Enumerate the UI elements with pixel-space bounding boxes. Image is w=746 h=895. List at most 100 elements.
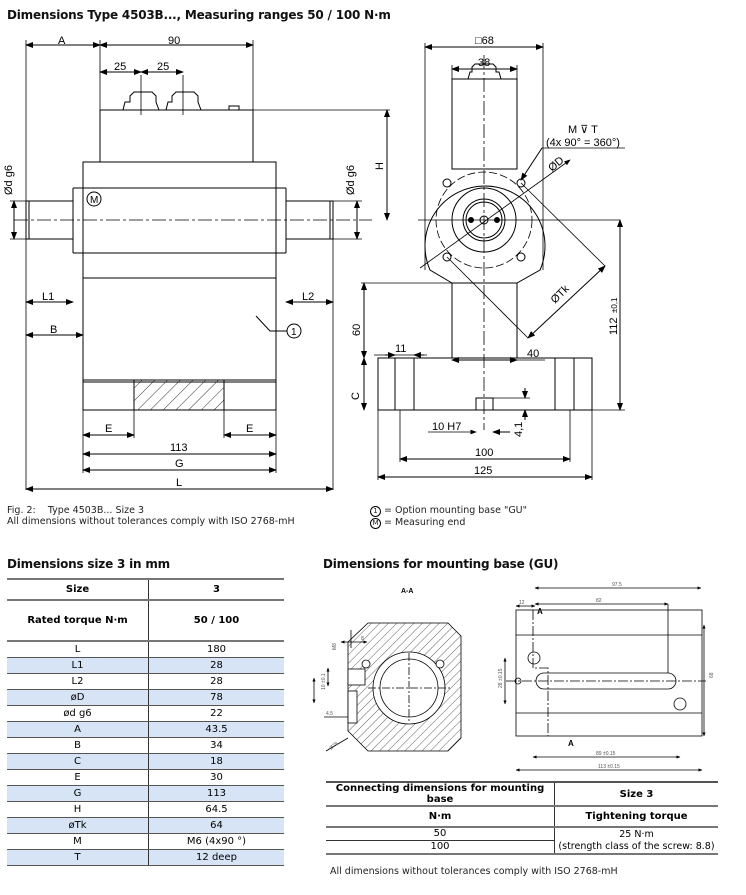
mb-dim-97-5: 97.5 bbox=[612, 582, 622, 588]
dim-dg6-left: Ød g6 bbox=[3, 165, 15, 195]
table-header-row: Connecting dimensions for mounting base … bbox=[326, 781, 718, 807]
row-key: L2 bbox=[7, 673, 149, 690]
dim-112: 112 bbox=[608, 317, 620, 335]
legend-symbol: 1 bbox=[370, 506, 381, 517]
mb-dim-28: 28 ±0.15 bbox=[498, 668, 504, 688]
dim-A: A bbox=[58, 35, 66, 47]
table-header-row: Size 3 bbox=[7, 578, 284, 601]
mb-dim-113: 113 ±0.15 bbox=[598, 764, 620, 770]
dim-100: 100 bbox=[475, 447, 493, 459]
figure-caption: Fig. 2: Type 4503B... Size 3 All dimensi… bbox=[7, 505, 295, 527]
dim-L1: L1 bbox=[42, 291, 54, 303]
row-key: ød g6 bbox=[7, 705, 149, 722]
row-key: L1 bbox=[7, 657, 149, 674]
measuring-end-mark: M bbox=[90, 195, 98, 206]
row-key: T bbox=[7, 849, 149, 866]
mounting-base-drawing: A-A 8 M8 10 ±0.1 bbox=[312, 582, 715, 772]
dim-E-right: E bbox=[246, 423, 253, 435]
mb-dim-8: 8 bbox=[361, 636, 364, 642]
row-value: 64 bbox=[148, 817, 284, 834]
torque-value: 50 / 100 bbox=[148, 600, 284, 642]
dim-11: 11 bbox=[395, 343, 406, 355]
dim-B: B bbox=[50, 324, 57, 336]
row-key: C bbox=[7, 753, 149, 770]
row-key: A bbox=[7, 721, 149, 738]
dim-25b: 25 bbox=[157, 61, 169, 73]
dim-125: 125 bbox=[474, 465, 492, 477]
mb-dim-m8: M8 bbox=[332, 643, 338, 650]
option-mark: 1 bbox=[291, 327, 297, 338]
dim-90: 90 bbox=[168, 35, 180, 47]
end-view-flange bbox=[424, 185, 546, 284]
connecting-dimensions-table: Connecting dimensions for mounting base … bbox=[326, 781, 718, 855]
legend-item: 1 = Option mounting base "GU" bbox=[370, 505, 527, 517]
mb-dim-10: 10 ±0.1 bbox=[321, 673, 327, 690]
col1-header: Connecting dimensions for mounting base bbox=[326, 781, 555, 807]
figure-label: Fig. 2: bbox=[7, 505, 36, 516]
row-key: L bbox=[7, 641, 149, 658]
header-size: Size bbox=[7, 578, 149, 601]
row-value: 22 bbox=[148, 705, 284, 722]
row-key: H bbox=[7, 801, 149, 818]
torque-value: 25 N·m bbox=[619, 828, 654, 840]
measuring-end-circle bbox=[86, 191, 102, 207]
col2-header: Size 3 bbox=[554, 781, 718, 807]
row-key: øTk bbox=[7, 817, 149, 834]
dim-dg6-right: Ød g6 bbox=[345, 165, 357, 195]
mb-dim-4-5: 4.5 bbox=[326, 711, 333, 717]
mb-dim-12: 12 bbox=[519, 600, 525, 606]
dim-60: 60 bbox=[351, 324, 363, 336]
header-size-value: 3 bbox=[148, 578, 284, 601]
legend-text: = Option mounting base "GU" bbox=[384, 505, 527, 516]
table-row: 100 bbox=[326, 840, 718, 855]
row-key: øD bbox=[7, 689, 149, 706]
dim-113: 113 bbox=[170, 442, 188, 454]
row-value: 43.5 bbox=[148, 721, 284, 738]
figure-note: All dimensions without tolerances comply… bbox=[7, 516, 295, 527]
mb-dim-78: Ø78 bbox=[328, 741, 339, 752]
dim-G: G bbox=[175, 458, 184, 470]
mb-dim-89: 89 ±0.15 bbox=[596, 751, 616, 757]
row-value: 180 bbox=[148, 641, 284, 658]
end-view-base bbox=[377, 357, 593, 411]
option-callout-circle bbox=[286, 323, 302, 339]
torque-note: (strength class of the screw: 8.8) bbox=[558, 840, 715, 852]
mb-dim-82: 82 bbox=[596, 598, 602, 604]
legend-symbol: M bbox=[370, 518, 381, 529]
figure-text: Type 4503B... Size 3 bbox=[47, 505, 145, 516]
row-value: 113 bbox=[148, 785, 284, 802]
dim-D: ØD bbox=[546, 154, 566, 174]
dim-C: C bbox=[350, 392, 362, 400]
sensor-housing bbox=[99, 109, 254, 163]
mounting-base-title: Dimensions for mounting base (GU) bbox=[323, 557, 559, 571]
row-key: G bbox=[7, 785, 149, 802]
row-value: M6 (4x90 °) bbox=[148, 833, 284, 850]
dim-4-1: 4,1 bbox=[513, 422, 525, 437]
thread-note: (4x 90° = 360°) bbox=[546, 137, 620, 149]
row-value: 34 bbox=[148, 737, 284, 754]
row-value: 64.5 bbox=[148, 801, 284, 818]
row-value: 12 deep bbox=[148, 849, 284, 866]
section-marker-top: A bbox=[537, 607, 543, 616]
legend-item: M = Measuring end bbox=[370, 517, 527, 529]
tightening-torque-cell: 25 N·m (strength class of the screw: 8.8… bbox=[554, 827, 718, 855]
dim-sq68: □68 bbox=[475, 35, 494, 47]
dim-40: 40 bbox=[527, 348, 539, 360]
col1-subheader: N·m bbox=[326, 806, 555, 828]
row-key: B bbox=[7, 737, 149, 754]
dim-38: 38 bbox=[478, 57, 490, 69]
connecting-note: All dimensions without tolerances comply… bbox=[330, 866, 618, 877]
dim-25a: 25 bbox=[114, 61, 126, 73]
